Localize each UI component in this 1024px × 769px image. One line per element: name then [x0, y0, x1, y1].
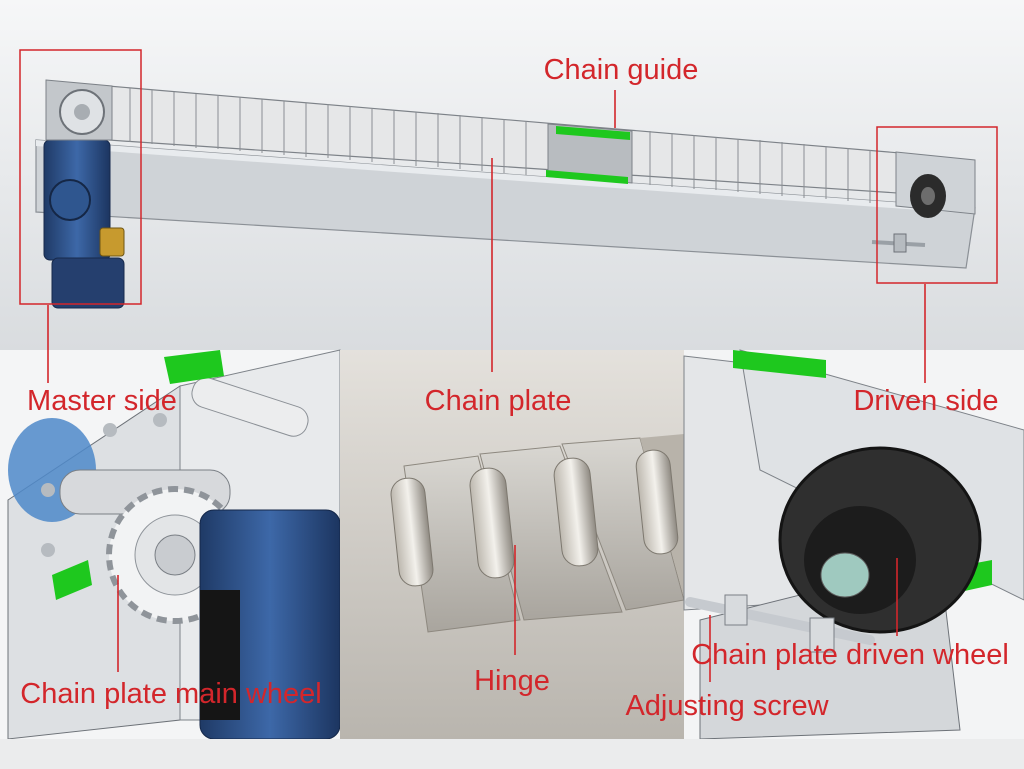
label-hinge: Hinge	[474, 665, 550, 697]
drive-motor	[43, 79, 125, 309]
driven-end	[871, 151, 976, 253]
label-master-side: Master side	[27, 385, 177, 417]
chain-guide-gap	[547, 123, 633, 184]
drive-detail-panel	[0, 349, 341, 740]
label-driven-side: Driven side	[853, 385, 998, 417]
label-chain-guide: Chain guide	[544, 54, 699, 86]
label-chain-plate: Chain plate	[425, 385, 572, 417]
chain-plate-slots	[129, 88, 871, 203]
hinge-pin-1	[390, 477, 434, 587]
hinge-pin-3	[553, 457, 599, 567]
chain-guide-strip-top[interactable]	[556, 126, 630, 140]
conveyor-assembly	[35, 79, 976, 309]
label-chain-plate-driven-wheel: Chain plate driven wheel	[691, 639, 1009, 671]
leader-lines	[47, 90, 926, 682]
labels: Chain guide Master side Chain plate Driv…	[20, 54, 1009, 722]
chain-guide-strip-bottom[interactable]	[546, 170, 628, 184]
driven-detail-panel	[683, 349, 1024, 740]
driven-side-box	[876, 126, 998, 284]
master-side-box	[19, 49, 142, 305]
hinge-pin-4	[635, 449, 679, 555]
hinge-pin-2	[469, 467, 515, 579]
side-frame	[35, 139, 976, 269]
label-adjusting-screw: Adjusting screw	[625, 690, 829, 722]
label-chain-plate-main-wheel: Chain plate main wheel	[20, 678, 321, 710]
